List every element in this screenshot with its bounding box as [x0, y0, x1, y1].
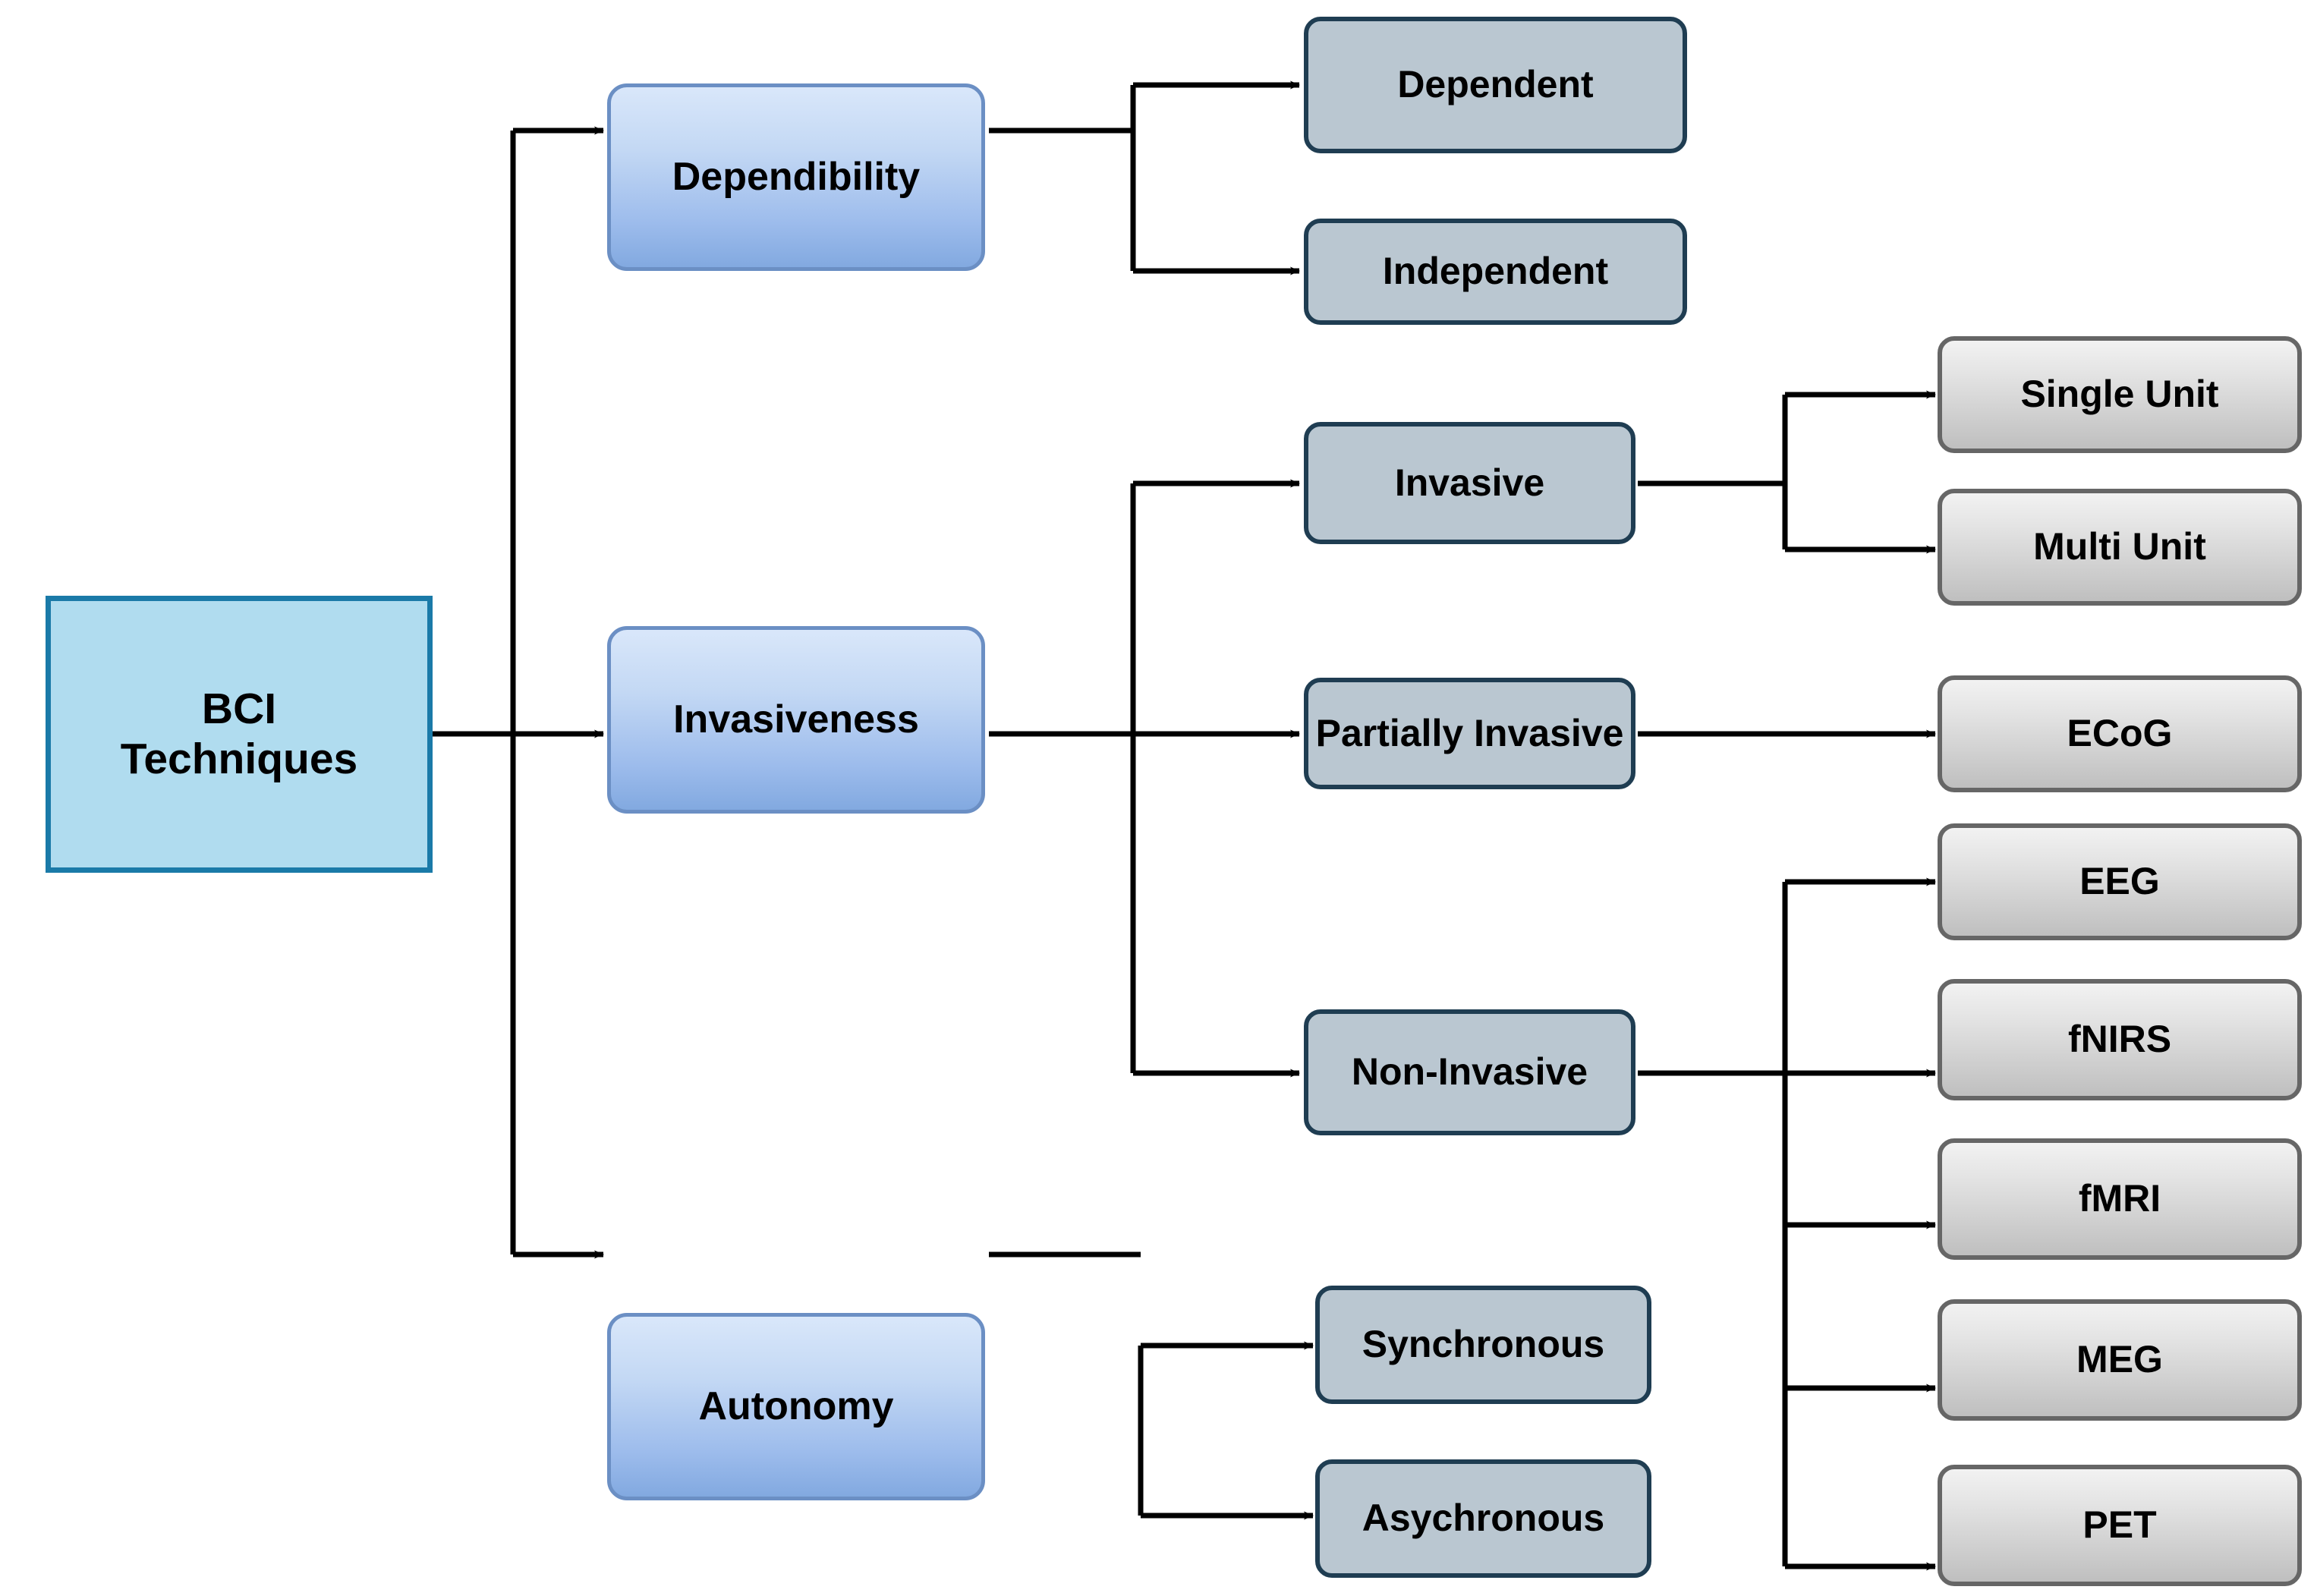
node-pet[interactable]: PET — [1938, 1465, 2302, 1586]
node-bci-techniques[interactable]: BCI Techniques — [46, 596, 433, 873]
node-non-invasive[interactable]: Non-Invasive — [1304, 1009, 1635, 1135]
node-dependability[interactable]: Dependibility — [607, 83, 985, 271]
node-fmri[interactable]: fMRI — [1938, 1138, 2302, 1260]
node-meg[interactable]: MEG — [1938, 1299, 2302, 1421]
node-partially-invasive[interactable]: Partially Invasive — [1304, 678, 1635, 789]
node-synchronous[interactable]: Synchronous — [1315, 1286, 1651, 1404]
node-ecog[interactable]: ECoG — [1938, 675, 2302, 792]
node-dependent[interactable]: Dependent — [1304, 17, 1687, 153]
node-single-unit[interactable]: Single Unit — [1938, 336, 2302, 453]
node-autonomy[interactable]: Autonomy — [607, 1313, 985, 1500]
node-asynchronous[interactable]: Asychronous — [1315, 1459, 1651, 1578]
node-independent[interactable]: Independent — [1304, 219, 1687, 325]
node-invasive[interactable]: Invasive — [1304, 422, 1635, 544]
node-eeg[interactable]: EEG — [1938, 823, 2302, 940]
node-invasiveness[interactable]: Invasiveness — [607, 626, 985, 814]
node-multi-unit[interactable]: Multi Unit — [1938, 489, 2302, 606]
node-fnirs[interactable]: fNIRS — [1938, 979, 2302, 1100]
